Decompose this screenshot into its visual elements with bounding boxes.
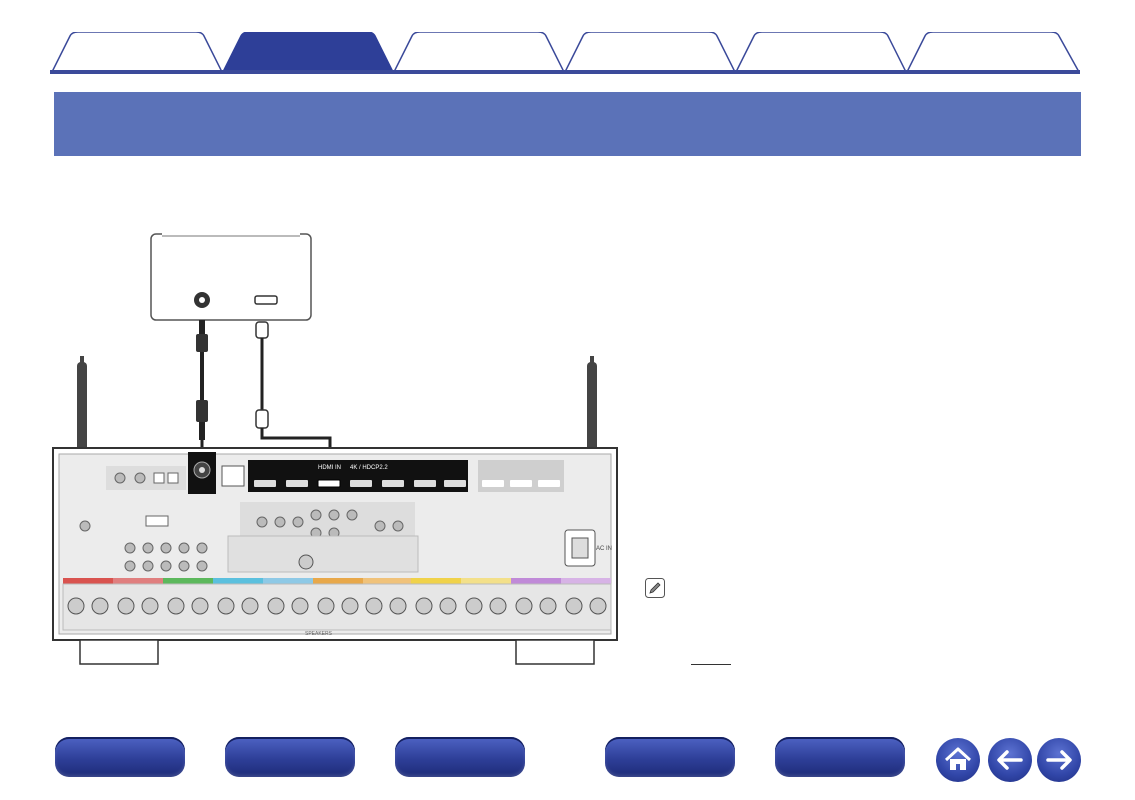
- ac-in-label: AC IN: [596, 546, 612, 552]
- tab-2-active[interactable]: [221, 32, 393, 72]
- coaxial-cable: [196, 320, 208, 470]
- source-device: [150, 232, 312, 321]
- hdmi-header-label: HDMI IN: [318, 465, 341, 471]
- nav-button-5[interactable]: [775, 737, 905, 777]
- page-title-banner: [54, 92, 1081, 156]
- back-arrow-icon: [997, 750, 1023, 770]
- nav-button-4[interactable]: [605, 737, 735, 777]
- nav-button-3[interactable]: [395, 737, 525, 777]
- nav-button-2[interactable]: [225, 737, 355, 777]
- tab-1[interactable]: [50, 32, 222, 72]
- connection-diagram: HDMI IN 4K / HDCP2.2: [50, 230, 620, 675]
- tab-bar: [50, 32, 1080, 72]
- speakers-label: SPEAKERS: [305, 631, 333, 637]
- tab-6[interactable]: [905, 32, 1080, 72]
- tab-5[interactable]: [734, 32, 906, 72]
- nav-button-1[interactable]: [55, 737, 185, 777]
- home-icon: [944, 747, 972, 770]
- decorative-underline: [691, 664, 731, 665]
- receiver-rear-panel: HDMI IN 4K / HDCP2.2: [52, 447, 618, 665]
- forward-arrow-icon: [1046, 750, 1072, 770]
- tab-underline: [50, 70, 1080, 74]
- forward-button[interactable]: [1037, 738, 1081, 782]
- tab-3[interactable]: [392, 32, 564, 72]
- back-button[interactable]: [988, 738, 1032, 782]
- hdmi-spec-label: 4K / HDCP2.2: [350, 465, 388, 471]
- tab-4[interactable]: [563, 32, 735, 72]
- home-button[interactable]: [936, 738, 980, 782]
- pencil-note-icon: [645, 578, 665, 598]
